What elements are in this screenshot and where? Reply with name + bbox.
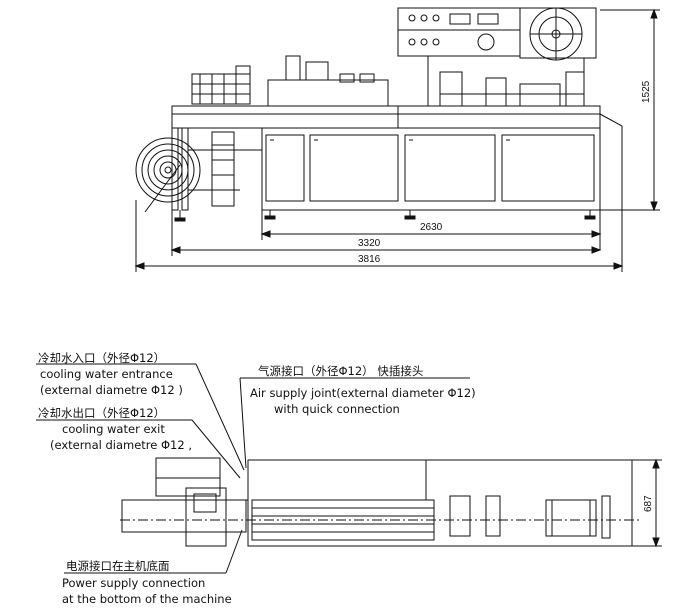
- left-station: [191, 73, 251, 105]
- power-label-cn: 电源接口在主机底面: [66, 559, 170, 573]
- air-supply-label-cn: 气源接口（外径Φ12） 快插接头: [258, 364, 424, 378]
- cooling-outlet-label-en1: cooling water exit: [62, 422, 165, 436]
- cabinet-door-1: [265, 134, 305, 202]
- control-panel: [397, 7, 521, 57]
- top-view: [120, 457, 662, 548]
- center-station: [267, 79, 389, 107]
- cooling-inlet-label-cn: 冷却水入口（外径Φ12）: [38, 351, 166, 365]
- cabinet-door-4: [501, 134, 595, 202]
- power-label-en1: Power supply connection: [62, 576, 206, 590]
- cabinet-door-3: [404, 134, 496, 202]
- air-supply-label-en1: Air supply joint(external diameter Φ12): [250, 386, 476, 400]
- cabinet-door-2: [309, 134, 399, 202]
- dim-687: 687: [643, 495, 654, 512]
- air-supply-label-en2: with quick connection: [274, 402, 400, 416]
- front-dimensions: [134, 8, 660, 272]
- cooling-outlet-label-en2: (external diametre Φ12 ,: [50, 438, 192, 452]
- machine-cabinet: [261, 127, 601, 211]
- cooling-inlet-label-en1: cooling water entrance: [40, 367, 173, 381]
- dim-3320: 3320: [358, 238, 381, 249]
- power-label-en2: at the bottom of the machine: [62, 592, 232, 606]
- dim-3816: 3816: [358, 254, 381, 265]
- feed-guide: [211, 131, 235, 207]
- top-frame: [247, 459, 633, 547]
- machine-table-top: [171, 105, 601, 129]
- cooling-outlet-label-cn: 冷却水出口（外径Φ12）: [38, 406, 166, 420]
- film-roll: [135, 137, 201, 203]
- cooling-inlet-label-en2: (external diametre Φ12 ): [40, 383, 183, 397]
- front-view: [135, 7, 623, 222]
- leader-lines: [36, 363, 470, 574]
- dim-1525: 1525: [641, 80, 652, 103]
- dim-2630: 2630: [420, 222, 443, 233]
- machine-legs: [174, 210, 596, 222]
- left-unit: [155, 457, 221, 497]
